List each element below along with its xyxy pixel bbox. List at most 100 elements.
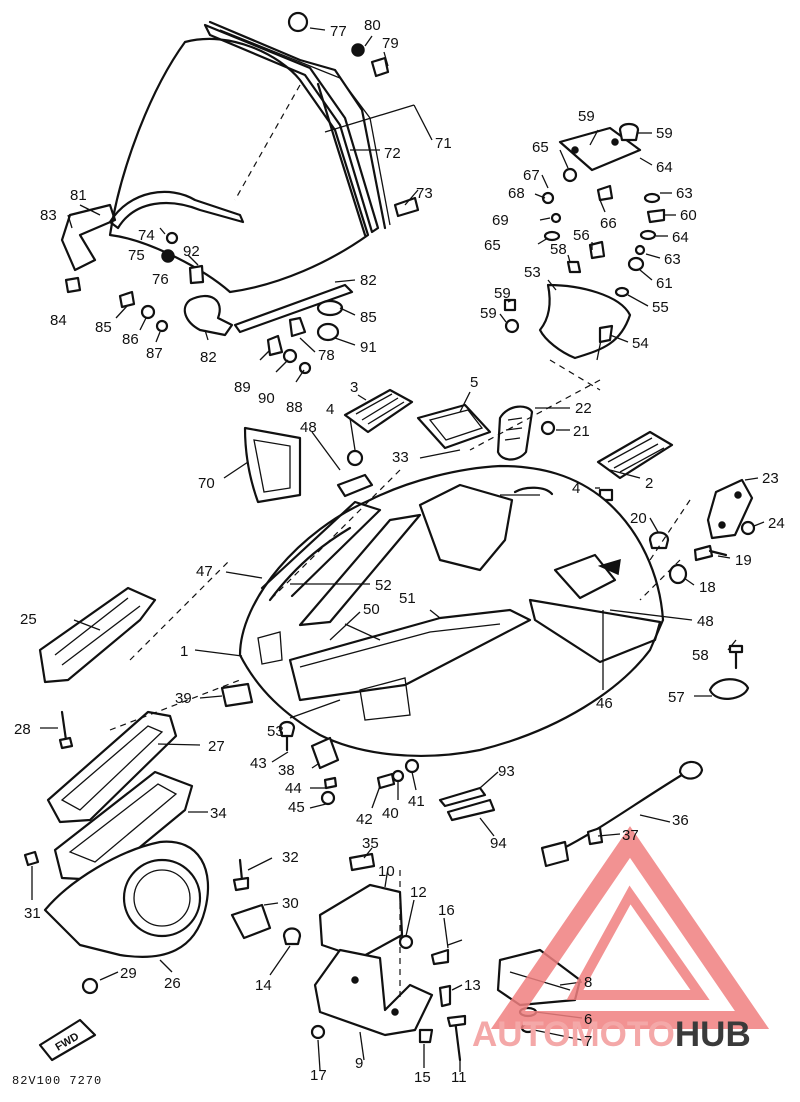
callout-66: 63	[664, 251, 681, 268]
callout-59a: 58	[550, 241, 567, 258]
callout-86: 82	[200, 349, 217, 366]
callout-24: 24	[768, 515, 785, 532]
hardware-center	[278, 720, 420, 806]
backrest-10	[318, 883, 404, 960]
callout-18: 18	[699, 579, 716, 596]
callout-87: 83	[40, 207, 57, 224]
callout-1: 1	[180, 643, 188, 660]
callout-50: 51	[399, 590, 416, 607]
callout-10: 10	[378, 863, 395, 880]
callout-34: 34	[210, 805, 227, 822]
side-panel-47	[260, 500, 382, 598]
callout-44: 44	[285, 780, 302, 797]
callout-77: 73	[416, 185, 433, 202]
callout-79: 75	[128, 247, 145, 264]
pad-3	[343, 388, 414, 434]
fasteners-windshield	[118, 11, 390, 375]
cable-36	[540, 760, 704, 868]
callout-92: 87	[146, 345, 163, 362]
callout-98: 93	[498, 763, 515, 780]
bracket-23	[706, 478, 754, 540]
bracket-9	[313, 948, 434, 1037]
side-panel-25	[38, 586, 157, 684]
callout-83: 79	[382, 35, 399, 52]
pad-5	[416, 403, 492, 450]
callout-47: 47	[196, 563, 213, 580]
callout-40: 40	[382, 805, 399, 822]
hood	[238, 464, 665, 757]
callout-13: 13	[464, 977, 481, 994]
callout-59b: 59	[494, 285, 511, 302]
duct-34	[53, 770, 194, 882]
callout-94: 89	[234, 379, 251, 396]
fwd-tag: FWD	[38, 1018, 97, 1062]
callout-labels: 77 80 79 71 72 73 81 83 74 75 92 76 82 8…	[14, 17, 785, 1086]
callout-48a: 48	[300, 419, 317, 436]
instrument-bracket-61	[558, 122, 642, 172]
fasteners-console	[503, 167, 666, 344]
callout-16: 16	[438, 902, 455, 919]
callout-65b: 64	[672, 229, 689, 246]
callout-78: 74	[138, 227, 155, 244]
leader-lines	[31, 27, 765, 1072]
small-parts-right	[346, 420, 756, 700]
callout-69: 65	[484, 237, 501, 254]
callout-89: 85	[360, 309, 377, 326]
callout-54: 58	[692, 647, 709, 664]
callout-75: 71	[435, 135, 452, 152]
catalog-code: 82V100 7270	[12, 1074, 102, 1088]
callout-58: 56	[573, 227, 590, 244]
callout-31: 31	[24, 905, 41, 922]
callout-70: 66	[600, 215, 617, 232]
callout-29: 29	[120, 965, 137, 982]
callout-85b: 82	[360, 272, 377, 289]
gasket-74	[243, 426, 302, 504]
callout-15: 15	[414, 1069, 431, 1086]
decal-48	[336, 473, 374, 498]
callout-11: 11	[451, 1069, 467, 1086]
decals-98-99	[438, 786, 496, 822]
small-parts-left	[23, 682, 302, 995]
watermark-auto: AUTO	[472, 1015, 571, 1054]
callout-33: 33	[392, 449, 409, 466]
callout-51: 52	[375, 577, 392, 594]
callout-5: 5	[470, 374, 478, 391]
callout-97: 92	[183, 243, 200, 260]
windshield	[108, 20, 391, 294]
callout-46: 46	[596, 695, 613, 712]
dashed-guides	[109, 359, 691, 1000]
callout-20: 20	[630, 510, 647, 527]
windshield-molding-lower	[60, 190, 354, 334]
callout-84: 80	[364, 17, 381, 34]
callout-55: 53	[524, 264, 541, 281]
cowl-55	[538, 283, 632, 361]
callout-73: 69	[492, 212, 509, 229]
callout-2: 2	[645, 475, 653, 492]
callout-85a: 81	[70, 187, 87, 204]
callout-43: 43	[250, 755, 267, 772]
callout-60: 59	[480, 305, 497, 322]
callout-6: 6	[584, 1011, 592, 1028]
belt-guard-26	[43, 840, 210, 958]
callout-38: 38	[278, 762, 295, 779]
callout-52: 53	[267, 723, 284, 740]
callout-91: 86	[122, 331, 139, 348]
callout-88: 84	[50, 312, 67, 329]
callout-7: 7	[584, 1033, 592, 1050]
callout-74: 70	[198, 475, 215, 492]
callout-65a: 63	[676, 185, 693, 202]
callout-17: 17	[310, 1067, 327, 1084]
windshield-bracket-86	[183, 294, 234, 337]
callout-57: 55	[652, 299, 669, 316]
callout-53: 57	[668, 689, 685, 706]
callout-63: 60	[680, 207, 697, 224]
callout-14: 14	[255, 977, 272, 994]
callout-9: 9	[355, 1055, 363, 1072]
callout-4a: 4	[326, 401, 334, 418]
callout-35: 35	[362, 835, 379, 852]
callout-30: 30	[282, 895, 299, 912]
watermark-hub: HUB	[675, 1015, 751, 1054]
callout-56: 54	[632, 335, 649, 352]
